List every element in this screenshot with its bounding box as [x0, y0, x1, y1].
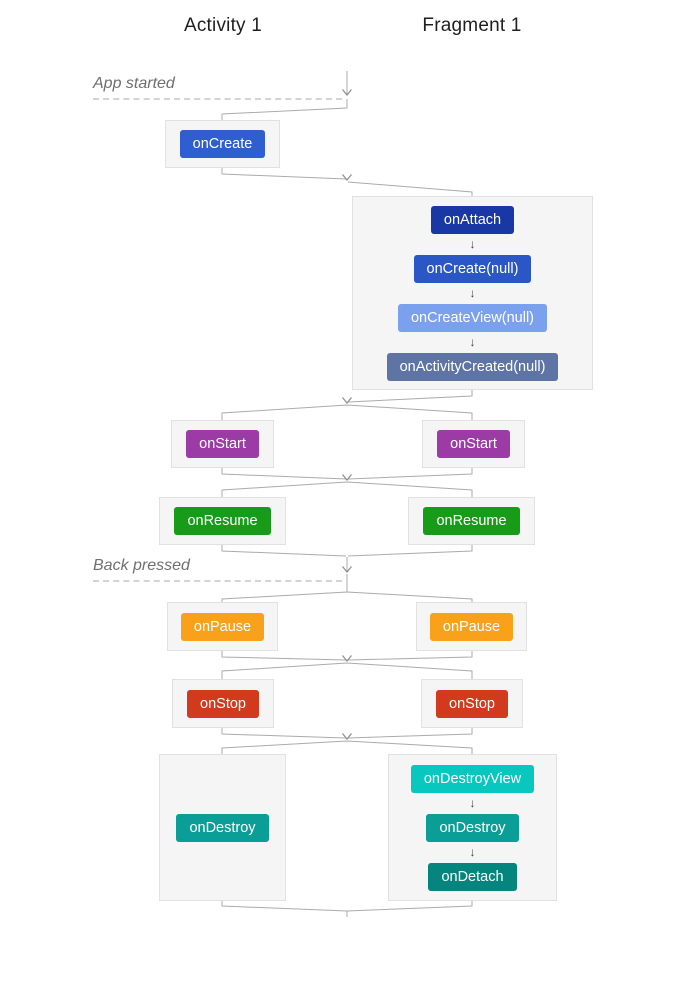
activity-start-frame: onStart	[171, 420, 274, 468]
activity-resume-frame: onResume	[159, 497, 286, 545]
fragment-start-frame: onStart	[422, 420, 525, 468]
connector-path	[221, 651, 473, 661]
down-arrow-icon: ↓	[469, 236, 476, 251]
column-header-activity: Activity 1	[183, 15, 263, 36]
connector-path	[221, 545, 473, 571]
connector-path	[221, 901, 473, 917]
activity-destroy-frame: onDestroy	[159, 754, 286, 901]
down-arrowheads	[342, 89, 352, 740]
connector-path	[221, 728, 473, 739]
fragment-stop-frame: onStop	[421, 679, 523, 728]
activity-pause-frame: onPause	[167, 602, 278, 651]
connector-lines	[221, 71, 473, 917]
onactivitycreated-null-chip: onActivityCreated(null)	[386, 352, 559, 381]
connector-path	[221, 99, 348, 120]
onstop-chip: onStop	[187, 689, 259, 718]
onstop-chip: onStop	[436, 689, 508, 718]
onresume-chip: onResume	[423, 507, 520, 535]
connector-path	[221, 662, 473, 679]
phase-label-app-started: App started	[93, 75, 175, 92]
down-arrow-icon: ↓	[469, 844, 476, 859]
ondestroyview-chip: onDestroyView	[410, 764, 535, 793]
onpause-chip: onPause	[429, 612, 514, 641]
down-arrow-icon: ↓	[469, 334, 476, 349]
connector-path	[221, 481, 473, 497]
activity-create-frame: onCreate	[165, 120, 280, 168]
ondestroy-chip: onDestroy	[176, 813, 269, 842]
connector-path	[221, 740, 473, 754]
connector-path	[347, 181, 473, 196]
activity-stop-frame: onStop	[172, 679, 274, 728]
connector-path	[221, 168, 347, 180]
phase-divider-back-pressed	[93, 580, 342, 582]
connector-path	[347, 390, 473, 403]
connector-path	[221, 404, 473, 420]
onpause-chip: onPause	[180, 612, 265, 641]
down-arrow-icon: ↓	[469, 285, 476, 300]
phase-divider-app-started	[93, 98, 342, 100]
oncreate-chip: onCreate	[179, 130, 266, 158]
onstart-chip: onStart	[186, 430, 259, 458]
ondetach-chip: onDetach	[428, 862, 517, 891]
oncreate-null-chip: onCreate(null)	[413, 254, 532, 283]
fragment-resume-frame: onResume	[408, 497, 535, 545]
ondestroy-chip: onDestroy	[426, 813, 519, 842]
fragment-create-frame: onAttach ↓ onCreate(null) ↓ onCreateView…	[352, 196, 593, 390]
connector-path	[221, 574, 473, 602]
down-arrow-icon: ↓	[469, 795, 476, 810]
fragment-pause-frame: onPause	[416, 602, 527, 651]
connector-path	[221, 468, 473, 480]
onresume-chip: onResume	[174, 507, 271, 535]
oncreateview-null-chip: onCreateView(null)	[397, 303, 548, 332]
onstart-chip: onStart	[437, 430, 510, 458]
onattach-chip: onAttach	[430, 205, 515, 234]
column-header-fragment: Fragment 1	[422, 15, 522, 36]
fragment-destroy-frame: onDestroyView ↓ onDestroy ↓ onDetach	[388, 754, 557, 901]
phase-label-back-pressed: Back pressed	[93, 557, 190, 574]
